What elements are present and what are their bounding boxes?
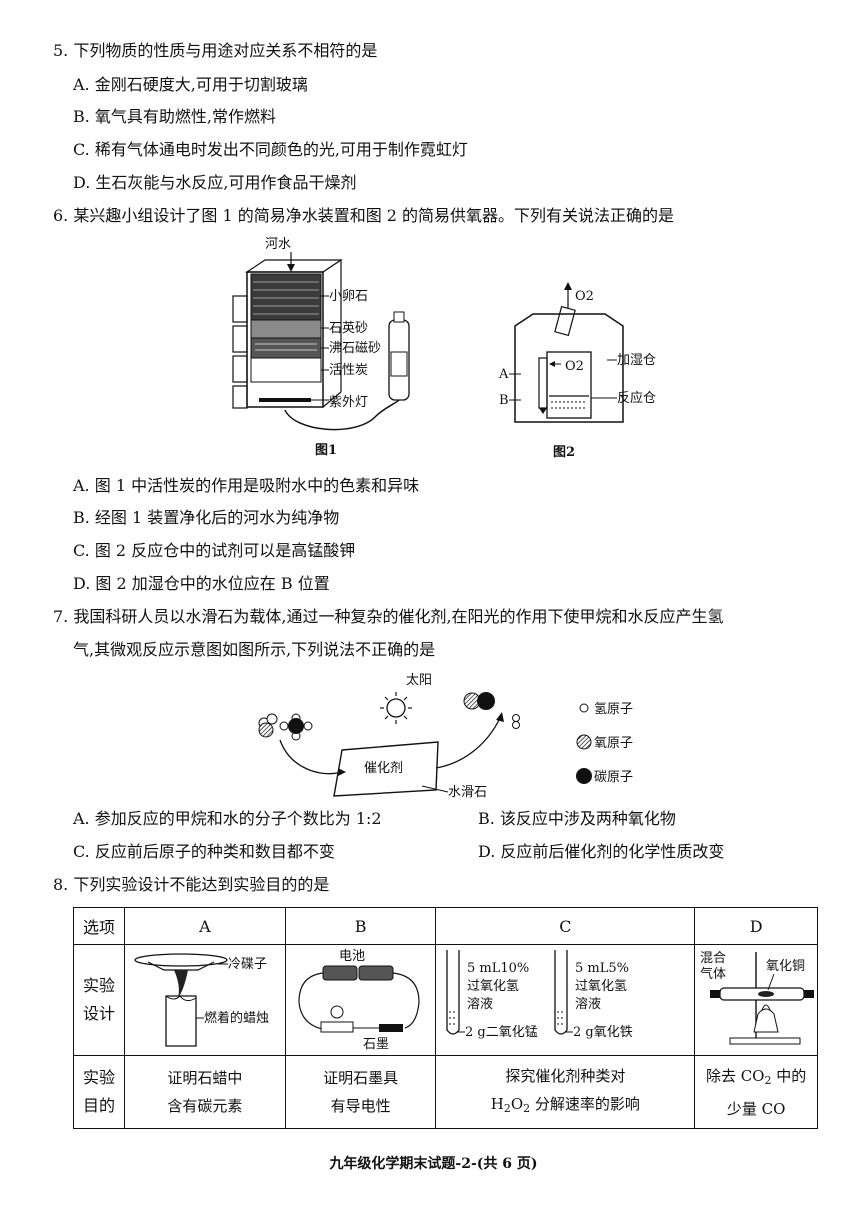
design-c-left-conc: 5 mL10% [467, 961, 529, 976]
fig2-label-a: A [498, 367, 509, 382]
q7-reaction-diagram: 太阳 催化剂 水滑石 氢原子 氧原子 碳原子 [258, 673, 633, 800]
catalyst-plate [333, 741, 439, 797]
purpose-b: 证明石墨具 有导电性 [284, 1055, 437, 1129]
product-h2-icon [512, 714, 520, 722]
product-c-atom-icon [477, 692, 495, 710]
q6-option-d: D. 图 2 加湿仓中的水位应在 B 位置 [73, 574, 330, 593]
sun-icon [386, 698, 406, 718]
design-a-cell: 冷碟子 燃着的蜡烛 [124, 944, 286, 1056]
q7-option-c: C. 反应前后原子的种类和数目都不变 [73, 842, 335, 861]
q5-stem: 5. 下列物质的性质与用途对应关系不相符的是 [53, 41, 378, 60]
q7-option-a: A. 参加反应的甲烷和水的分子个数比为 1:2 [73, 809, 382, 828]
legend-c: 碳原子 [594, 770, 633, 785]
legend-h-icon [579, 703, 589, 713]
purpose-d: 除去 CO2 中的 少量 CO [694, 1055, 818, 1129]
design-d-cuo: 氧化铜 [766, 959, 805, 974]
circuit-diagram: 电池 石墨 [298, 949, 420, 1052]
legend-o-icon [576, 734, 592, 750]
fig2-o2-inner: O2 [565, 359, 584, 374]
fig1-layer-pebble: 小卵石 [329, 289, 368, 304]
test-tubes-diagram: 5 mL10% 过氧化氢 溶液 2 g二氧化锰 5 mL5% 过氧化氢 溶液 2… [446, 950, 633, 1040]
fig2-caption: 图2 [553, 445, 575, 460]
fig1-layer-uv: 紫外灯 [329, 395, 368, 410]
table-header-d: D [694, 907, 818, 945]
fig1-layer-carbon: 活性炭 [329, 363, 368, 378]
design-d-gas-line1: 混合 [700, 951, 726, 966]
design-b-graphite: 石墨 [363, 1037, 389, 1050]
q8-stem: 8. 下列实验设计不能达到实验目的的是 [53, 875, 330, 894]
page-footer: 九年级化学期末试题-2-(共 6 页) [329, 1156, 538, 1172]
bulb-icon [330, 1005, 344, 1019]
design-c-right-conc: 5 mL5% [575, 961, 629, 976]
q5-option-c: C. 稀有气体通电时发出不同颜色的光,可用于制作霓虹灯 [73, 140, 468, 159]
q5-option-b: B. 氧气具有助燃性,常作燃料 [73, 107, 277, 126]
design-c-right-solution: 溶液 [575, 997, 601, 1012]
design-d-gas-line2: 气体 [700, 966, 726, 982]
legend-o: 氧原子 [594, 736, 633, 751]
q6-stem: 6. 某兴趣小组设计了图 1 的简易净水装置和图 2 的简易供氧器。下列有关说法… [53, 206, 675, 225]
q8-experiment-table: 选项 A B C D 实验 设计 冷碟子 燃着的蜡烛 电池 [72, 907, 818, 1129]
q7-option-b: B. 该反应中涉及两种氧化物 [478, 809, 676, 828]
fig1-caption: 图1 [315, 443, 337, 458]
purpose-a: 证明石蜡中 含有碳元素 [124, 1055, 286, 1129]
row-purpose-label: 实验 目的 [72, 1055, 126, 1129]
table-header-b: B [284, 907, 437, 945]
water-o-atom-icon [258, 722, 274, 738]
row-design-label: 实验 设计 [72, 944, 126, 1056]
legend-h: 氢原子 [594, 702, 633, 717]
fig1-layer-zeolite: 沸石磁砂 [329, 341, 381, 356]
cuo-tube-diagram: 混合 气体 氧化铜 [700, 951, 815, 1045]
purpose-c: 探究催化剂种类对 H2O2 分解速率的影响 [435, 1055, 696, 1129]
design-a-plate: 冷碟子 [228, 957, 267, 972]
design-c-right-catalyst: 2 g氧化铁 [573, 1025, 633, 1040]
q5-option-d: D. 生石灰能与水反应,可用作食品干燥剂 [73, 173, 357, 192]
catalyst-label: 催化剂 [364, 761, 403, 776]
q6-option-a: A. 图 1 中活性炭的作用是吸附水中的色素和异味 [73, 476, 420, 495]
legend-c-icon [576, 768, 592, 784]
table-header-c: C [435, 907, 696, 945]
fig2-humidifier: 加湿仓 [617, 353, 656, 368]
design-c-left-catalyst: 2 g二氧化锰 [465, 1025, 538, 1040]
q6-figure-2: O2 O2 A B 加湿仓 反应仓 图2 [498, 282, 656, 460]
design-c-cell: 5 mL10% 过氧化氢 溶液 2 g二氧化锰 5 mL5% 过氧化氢 溶液 2… [435, 944, 696, 1056]
q6-figure-1: 河水 小卵石 石英砂 沸石磁砂 活性炭 紫外灯 图1 [232, 237, 410, 458]
design-a-candle: 燃着的蜡烛 [204, 1010, 269, 1026]
q6-option-b: B. 经图 1 装置净化后的河水为纯净物 [73, 508, 340, 527]
q7-stem-line-1: 7. 我国科研人员以水滑石为载体,通过一种复杂的催化剂,在阳光的作用下使甲烷和水… [53, 607, 724, 626]
design-d-cell: 混合 气体 氧化铜 [694, 944, 818, 1056]
design-b-battery: 电池 [339, 949, 365, 964]
fig1-layer-quartz: 石英砂 [329, 321, 368, 336]
fig2-reactor: 反应仓 [617, 390, 656, 406]
design-c-right-h2o2: 过氧化氢 [575, 979, 627, 994]
candle-plate-diagram: 冷碟子 燃着的蜡烛 [134, 953, 269, 1047]
q7-option-d: D. 反应前后催化剂的化学性质改变 [478, 842, 725, 861]
methane-c-atom-icon [288, 718, 304, 734]
support-label: 水滑石 [448, 785, 487, 800]
q7-stem-line-2: 气,其微观反应示意图如图所示,下列说法不正确的是 [73, 640, 436, 659]
q6-option-c: C. 图 2 反应仓中的试剂可以是高锰酸钾 [73, 541, 356, 560]
q5-option-a: A. 金刚石硬度大,可用于切割玻璃 [73, 75, 308, 94]
fig1-inlet-label: 河水 [265, 237, 291, 252]
design-b-cell: 电池 石墨 [284, 944, 437, 1056]
table-header-option: 选项 [72, 907, 126, 945]
fig2-label-b: B [499, 393, 509, 408]
design-c-left-h2o2: 过氧化氢 [467, 979, 519, 994]
table-header-a: A [124, 907, 286, 945]
sun-label: 太阳 [406, 673, 432, 688]
fig2-o2-top: O2 [575, 289, 594, 304]
design-c-left-solution: 溶液 [467, 997, 493, 1012]
